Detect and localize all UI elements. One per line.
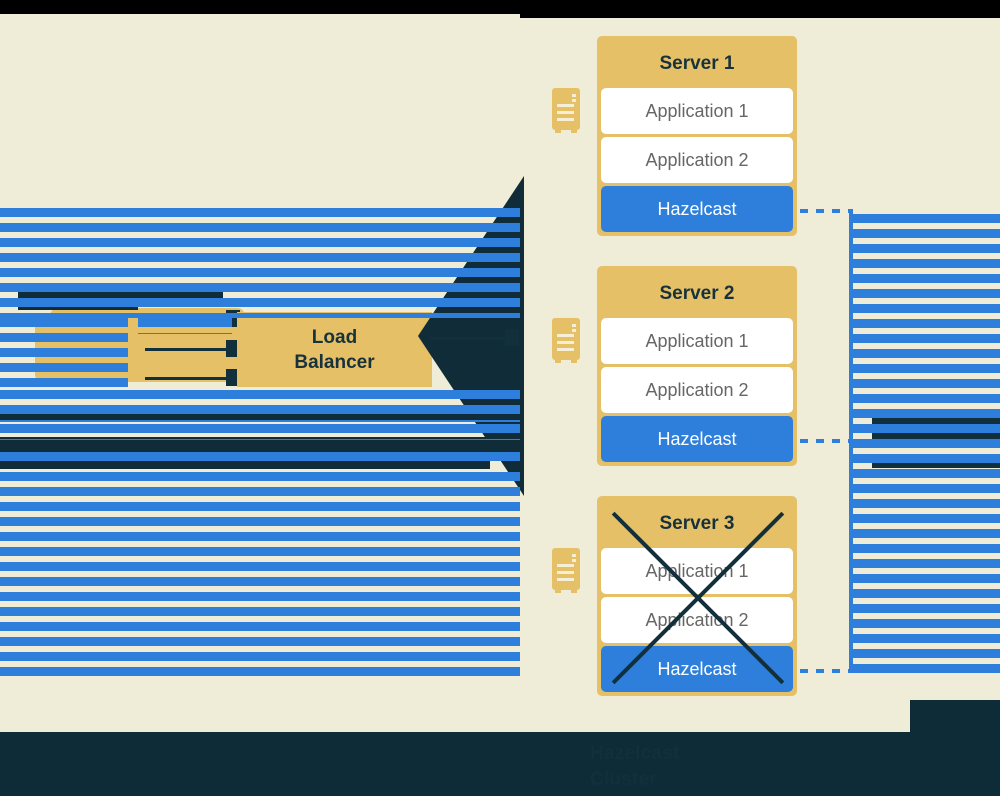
- server-1-row-hazelcast[interactable]: Hazelcast: [601, 186, 793, 232]
- load-balancer-label-line1: Load: [311, 326, 358, 348]
- rack-foot-2: [571, 360, 577, 363]
- server-1-row-application-2[interactable]: Application 2: [601, 137, 793, 183]
- stripe-overlay-left-band-b: [0, 424, 520, 440]
- rack-led-2: [572, 559, 576, 562]
- rack-slot-2: [557, 571, 574, 574]
- rack-led-1: [572, 554, 576, 557]
- stripe-overlay-left-band-a: [0, 390, 520, 422]
- top-black-bar-left: [0, 0, 520, 14]
- rack-slot-3: [557, 348, 574, 351]
- stripe-overlay-right: [852, 214, 1000, 674]
- server-card-1[interactable]: Server 1 Application 1 Application 2 Haz…: [597, 36, 797, 236]
- rack-foot-2: [571, 130, 577, 133]
- bottom-dark-bar: [0, 732, 1000, 796]
- hazelcast-dash-2: [800, 439, 852, 443]
- bottom-dark-notch: [910, 700, 1000, 732]
- hazelcast-dash-1: [800, 209, 852, 213]
- server-1-row-application-1[interactable]: Application 1: [601, 88, 793, 134]
- server-title-3: Server 3: [659, 513, 735, 534]
- load-balancer-label-line2: Balancer: [294, 351, 375, 373]
- rack-foot-2: [571, 590, 577, 593]
- rack-slot-1: [557, 104, 574, 107]
- bottom-caption-line1: Hazelcast: [590, 743, 680, 764]
- server-2-row-hazelcast[interactable]: Hazelcast: [601, 416, 793, 462]
- load-balancer-box[interactable]: Load Balancer: [237, 312, 432, 387]
- lb-connector-nub-2: [226, 340, 240, 357]
- server-rack-icon-1: [552, 88, 580, 133]
- rack-foot-1: [555, 130, 561, 133]
- lb-connector-line-2: [145, 348, 230, 351]
- top-black-bar-right: [520, 0, 1000, 18]
- rack-led-2: [572, 329, 576, 332]
- lb-output-line: [430, 337, 510, 340]
- rack-slot-1: [557, 564, 574, 567]
- rack-slot-3: [557, 118, 574, 121]
- server-3-row-hazelcast[interactable]: Hazelcast: [601, 646, 793, 692]
- lb-connector-nub-3: [226, 369, 240, 386]
- hazelcast-cluster-spine: [849, 209, 853, 673]
- stripe-overlay-left-mid: [0, 318, 128, 390]
- server-2-row-application-1[interactable]: Application 1: [601, 318, 793, 364]
- redaction-band-2: [0, 437, 495, 454]
- rack-slot-1: [557, 334, 574, 337]
- rack-slot-2: [557, 111, 574, 114]
- stripe-overlay-left-top: [0, 208, 520, 318]
- server-title-2: Server 2: [659, 283, 735, 304]
- server-card-2[interactable]: Server 2 Application 1 Application 2 Haz…: [597, 266, 797, 466]
- server-rack-icon-2: [552, 318, 580, 363]
- rack-led-1: [572, 94, 576, 97]
- lb-connector-line-3: [145, 377, 230, 380]
- stripe-overlay-left-bottom: [0, 472, 520, 676]
- stripe-overlay-left-sliver: [138, 318, 232, 334]
- server-3-row-application-1[interactable]: Application 1: [601, 548, 793, 594]
- rack-foot-1: [555, 360, 561, 363]
- rack-foot-1: [555, 590, 561, 593]
- lb-output-nub: [505, 329, 519, 346]
- rack-slot-2: [557, 341, 574, 344]
- bottom-caption-line2: Cluster: [590, 769, 657, 790]
- server-3-row-application-2[interactable]: Application 2: [601, 597, 793, 643]
- rack-led-2: [572, 99, 576, 102]
- server-rack-icon-3: [552, 548, 580, 593]
- server-2-row-application-2[interactable]: Application 2: [601, 367, 793, 413]
- rack-led-1: [572, 324, 576, 327]
- hazelcast-dash-3: [800, 669, 852, 673]
- server-title-1: Server 1: [659, 53, 735, 74]
- rack-slot-3: [557, 578, 574, 581]
- stripe-overlay-left-band-c: [0, 452, 520, 466]
